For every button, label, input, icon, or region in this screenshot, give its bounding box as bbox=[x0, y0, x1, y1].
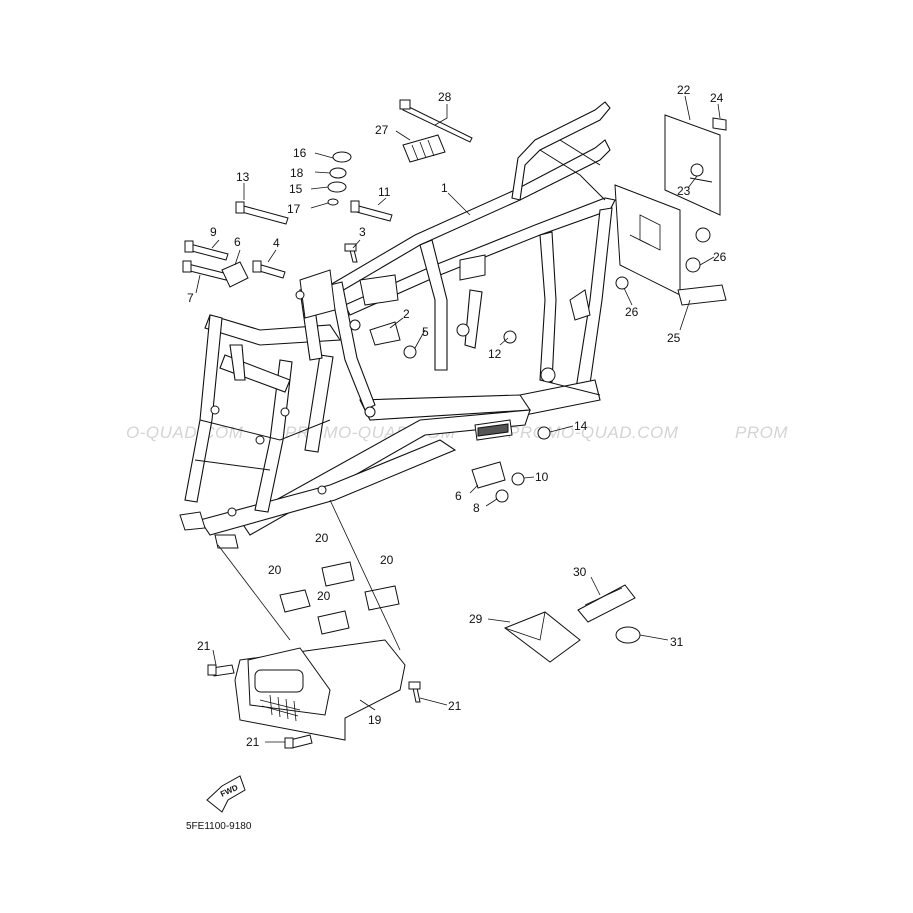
callout-21-bottom: 21 bbox=[246, 735, 260, 749]
callout-16: 16 bbox=[293, 146, 307, 160]
callout-12: 12 bbox=[488, 347, 502, 361]
watermark-3: PROMO-QUAD.COM bbox=[508, 423, 679, 442]
callout-19: 19 bbox=[368, 713, 382, 727]
callout-20-b: 20 bbox=[380, 553, 394, 567]
callout-31: 31 bbox=[670, 635, 684, 649]
rear-bracket-assembly bbox=[614, 114, 727, 306]
callout-6-bottom: 6 bbox=[455, 489, 462, 503]
callout-5: 5 bbox=[422, 325, 429, 339]
leader-lines bbox=[195, 95, 721, 743]
callout-24: 24 bbox=[710, 91, 724, 105]
callout-10: 10 bbox=[535, 470, 549, 484]
watermark-4: PROM bbox=[735, 423, 788, 442]
callout-23: 23 bbox=[677, 184, 691, 198]
callout-21-right: 21 bbox=[448, 699, 462, 713]
callout-20-d: 20 bbox=[317, 589, 331, 603]
callout-9: 9 bbox=[210, 225, 217, 239]
part-code: 5FE1100-9180 bbox=[186, 821, 252, 832]
callout-22: 22 bbox=[677, 83, 691, 97]
callout-13: 13 bbox=[236, 170, 250, 184]
callout-30: 30 bbox=[573, 565, 587, 579]
toolkit-assembly bbox=[503, 584, 641, 663]
callout-28: 28 bbox=[438, 90, 452, 104]
callout-26-left: 26 bbox=[625, 305, 639, 319]
callout-4: 4 bbox=[273, 236, 280, 250]
callout-29: 29 bbox=[469, 612, 483, 626]
callout-7: 7 bbox=[187, 291, 194, 305]
callout-26-right: 26 bbox=[713, 250, 727, 264]
callout-20-c: 20 bbox=[268, 563, 282, 577]
callout-6-top: 6 bbox=[234, 235, 241, 249]
fasteners bbox=[182, 99, 551, 503]
callout-1: 1 bbox=[441, 181, 448, 195]
fwd-arrow: FWD bbox=[206, 775, 246, 813]
watermark-1: O-QUAD.COM bbox=[126, 423, 244, 442]
skid-plate-assembly bbox=[207, 499, 421, 749]
callout-17: 17 bbox=[287, 202, 301, 216]
callout-3: 3 bbox=[359, 225, 366, 239]
callout-11: 11 bbox=[378, 185, 391, 199]
main-frame bbox=[179, 101, 616, 549]
callout-18: 18 bbox=[290, 166, 304, 180]
callout-27: 27 bbox=[375, 123, 389, 137]
callout-25: 25 bbox=[667, 331, 681, 345]
callout-21-top: 21 bbox=[197, 639, 211, 653]
callout-8: 8 bbox=[473, 501, 480, 515]
callout-numbers: 28 27 1 13 11 16 18 15 17 3 9 6 4 7 2 5 … bbox=[187, 83, 727, 749]
callout-2: 2 bbox=[403, 307, 410, 321]
callout-14: 14 bbox=[574, 419, 588, 433]
callout-15: 15 bbox=[289, 182, 303, 196]
callout-20-a: 20 bbox=[315, 531, 329, 545]
